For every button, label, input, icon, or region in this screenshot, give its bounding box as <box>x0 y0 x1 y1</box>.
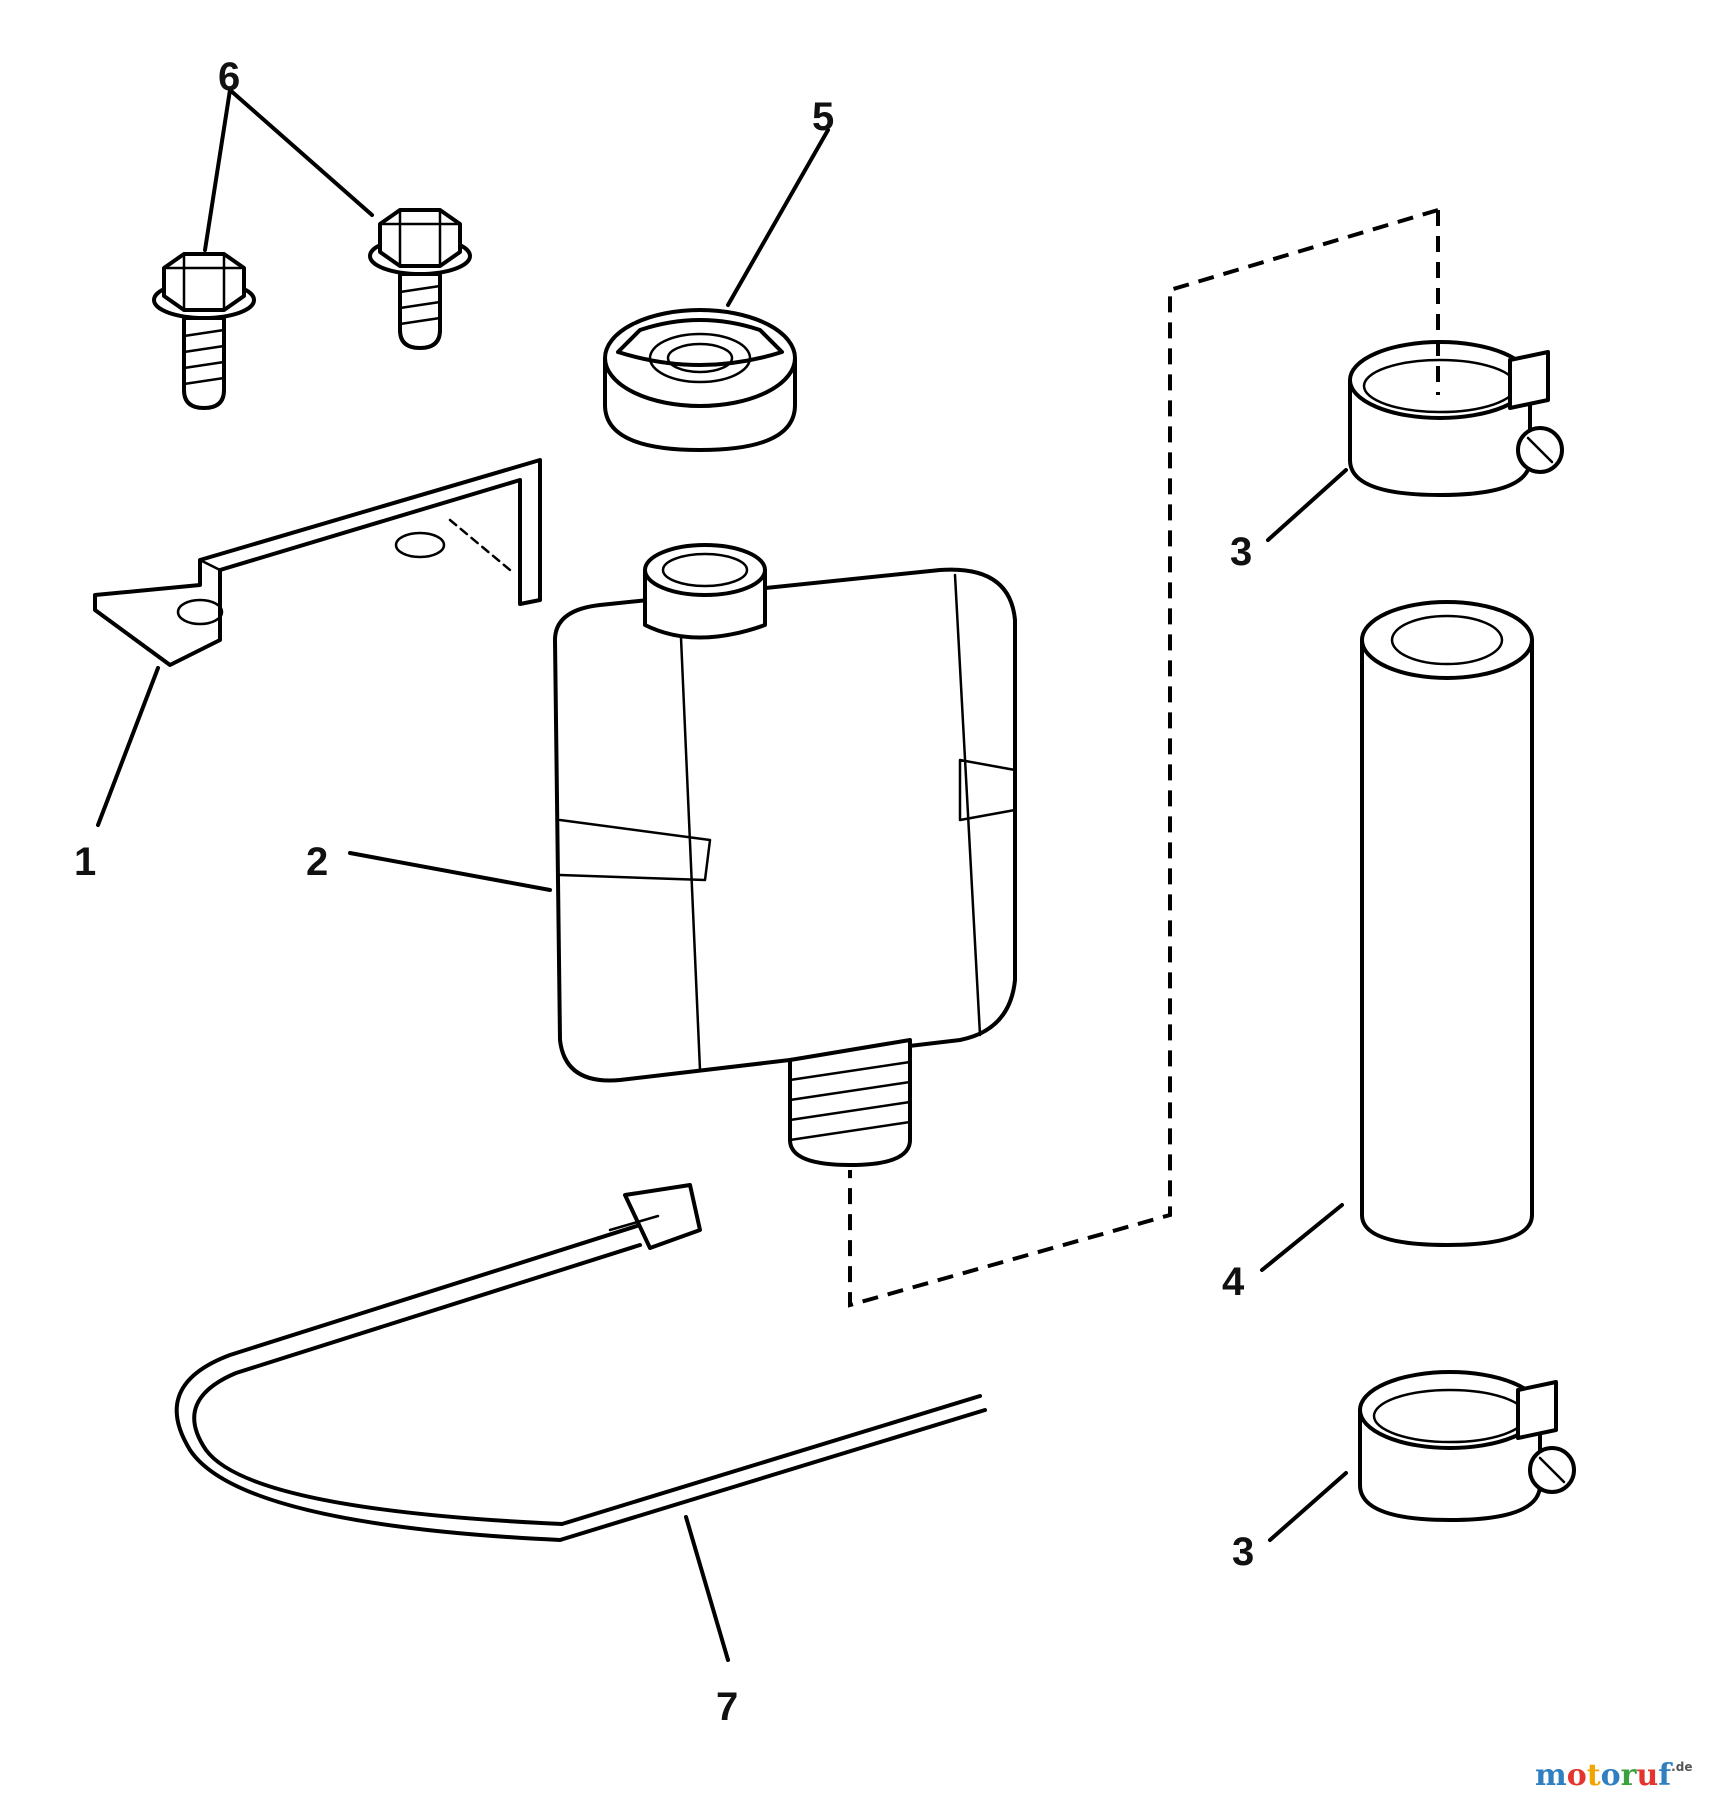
cable-tie-part-7 <box>174 1183 987 1542</box>
routing-dash-line <box>848 208 1440 1308</box>
watermark-letter: o <box>1601 1758 1621 1793</box>
watermark-letter: t <box>1587 1758 1601 1793</box>
bolt-part-6a <box>152 252 256 410</box>
watermark-letter: r <box>1621 1758 1638 1793</box>
bracket-part-1 <box>93 458 542 667</box>
cap-part-5 <box>603 308 797 452</box>
clamp-part-3a <box>1348 340 1564 497</box>
clamp-part-3b <box>1358 1370 1576 1522</box>
callout-7: 7 <box>716 1685 738 1729</box>
callout-4: 4 <box>1222 1260 1245 1304</box>
bolt-part-6b <box>368 208 472 350</box>
watermark-letter: m <box>1535 1758 1567 1793</box>
watermark-logo: motoruf.de <box>1535 1758 1692 1793</box>
callout-3-bottom: 3 <box>1232 1530 1254 1574</box>
tank-part-2 <box>553 543 1017 1167</box>
callout-6: 6 <box>218 55 240 99</box>
callout-1: 1 <box>74 840 96 884</box>
watermark-letter: o <box>1567 1758 1587 1793</box>
watermark-letter: u <box>1636 1758 1658 1793</box>
watermark-letter: f <box>1658 1758 1673 1793</box>
hose-part-4 <box>1360 600 1534 1247</box>
callout-2: 2 <box>306 840 328 884</box>
callout-3-top: 3 <box>1230 530 1252 574</box>
leader-lines <box>96 88 1348 1662</box>
callout-5: 5 <box>812 95 834 139</box>
